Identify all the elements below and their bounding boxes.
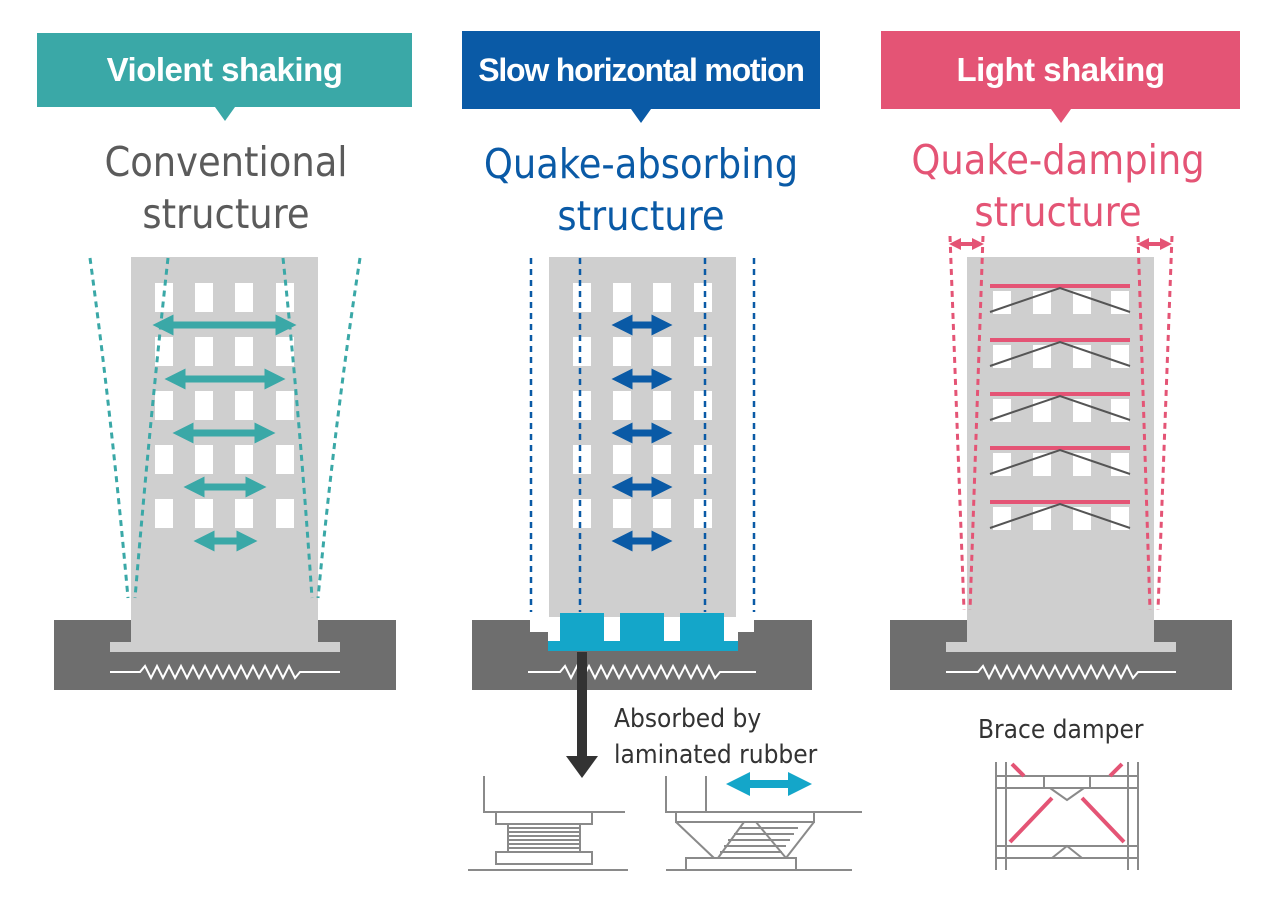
quake-damping-structure-title: Quake-damping structure: [872, 134, 1244, 238]
foundation-slab: [946, 642, 1176, 652]
caption-line: laminated rubber: [614, 740, 818, 770]
foundation-slab: [110, 642, 340, 652]
quake-absorbing-building: [468, 257, 862, 871]
pointer-arrowhead: [566, 756, 598, 778]
laminated-rubber-caption: Absorbed by laminated rubber: [614, 701, 817, 773]
window-grid: [573, 283, 712, 528]
banner-violent-shaking: Violent shaking: [37, 33, 412, 121]
laminated-rubber-bearings: [548, 613, 738, 651]
rubber-bearing-rest: [468, 776, 628, 871]
quake-damping-building: [890, 235, 1232, 870]
vibration-arrows: [152, 314, 297, 552]
title-line: structure: [557, 192, 725, 240]
banner-light-shaking: Light shaking: [881, 31, 1240, 123]
brace-dampers: [989, 284, 1131, 529]
brace-damper-detail: [995, 762, 1139, 870]
title-line: Conventional: [104, 138, 348, 186]
displacement-lines: [529, 258, 756, 612]
quake-absorbing-structure-title: Quake-absorbing structure: [455, 138, 827, 242]
ground-zigzag: [110, 663, 340, 681]
vibration-arrows: [611, 314, 673, 552]
title-line: structure: [974, 188, 1142, 236]
title-line: Quake-absorbing: [483, 140, 799, 188]
title-line: structure: [142, 190, 310, 238]
sway-lines: [88, 257, 362, 599]
ground-zigzag: [946, 663, 1176, 681]
title-line: Quake-damping: [911, 136, 1205, 184]
brace-damper-caption: Brace damper: [978, 715, 1144, 745]
window-grid: [155, 283, 294, 528]
bearing-gaps: [548, 627, 738, 641]
window-grid: [993, 291, 1129, 530]
banner-slow-horizontal-motion: Slow horizontal motion: [462, 31, 820, 123]
building-body: [967, 257, 1154, 647]
conventional-structure-title: Conventional structure: [40, 136, 412, 240]
caption-line: Absorbed by: [614, 704, 762, 734]
sway-lines: [948, 235, 1174, 611]
rubber-bearing-deformed: [665, 776, 862, 871]
conventional-building: [54, 257, 396, 690]
